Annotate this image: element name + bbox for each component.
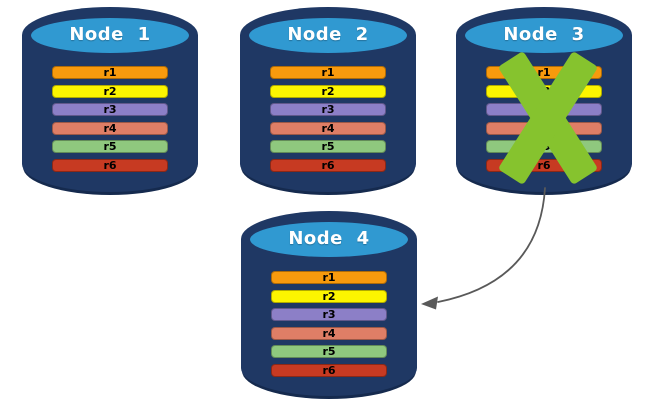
record-bar: r1 [270, 66, 386, 79]
node-1: Node 1 r1 r2 r3 r4 r5 r6 [22, 7, 198, 197]
arrow-curve [437, 187, 546, 303]
node-title: Node 4 [288, 228, 370, 249]
node-4: Node 4 r1 r2 r3 r4 r5 r6 [241, 211, 417, 401]
record-bar: r5 [270, 140, 386, 153]
node-2: Node 2 r1 r2 r3 r4 r5 r6 [240, 7, 416, 197]
record-bar: r6 [270, 159, 386, 172]
record-bar: r3 [270, 103, 386, 116]
cylinder-top [250, 222, 408, 257]
node-title: Node 1 [69, 24, 151, 45]
record-bar: r1 [271, 271, 387, 284]
record-bar: r2 [270, 85, 386, 98]
cylinder-top [249, 18, 407, 53]
record-bar: r4 [271, 327, 387, 340]
record-bar: r6 [52, 159, 168, 172]
node-title: Node 2 [287, 24, 369, 45]
record-bar: r4 [52, 122, 168, 135]
failover-arrow [421, 187, 546, 310]
cylinder-top [465, 18, 623, 53]
record-bar: r2 [271, 290, 387, 303]
record-bar: r5 [52, 140, 168, 153]
record-bar: r4 [270, 122, 386, 135]
record-bar: r3 [52, 103, 168, 116]
x-strokes [499, 52, 597, 184]
record-bar: r6 [271, 364, 387, 377]
record-bar: r3 [271, 308, 387, 321]
x-stroke [499, 52, 597, 184]
record-bar: r2 [52, 85, 168, 98]
record-bar: r5 [271, 345, 387, 358]
node-title: Node 3 [503, 24, 585, 45]
cylinder-top [31, 18, 189, 53]
failure-x-icon [499, 52, 597, 184]
record-bar: r1 [52, 66, 168, 79]
arrowhead-icon [421, 296, 438, 310]
